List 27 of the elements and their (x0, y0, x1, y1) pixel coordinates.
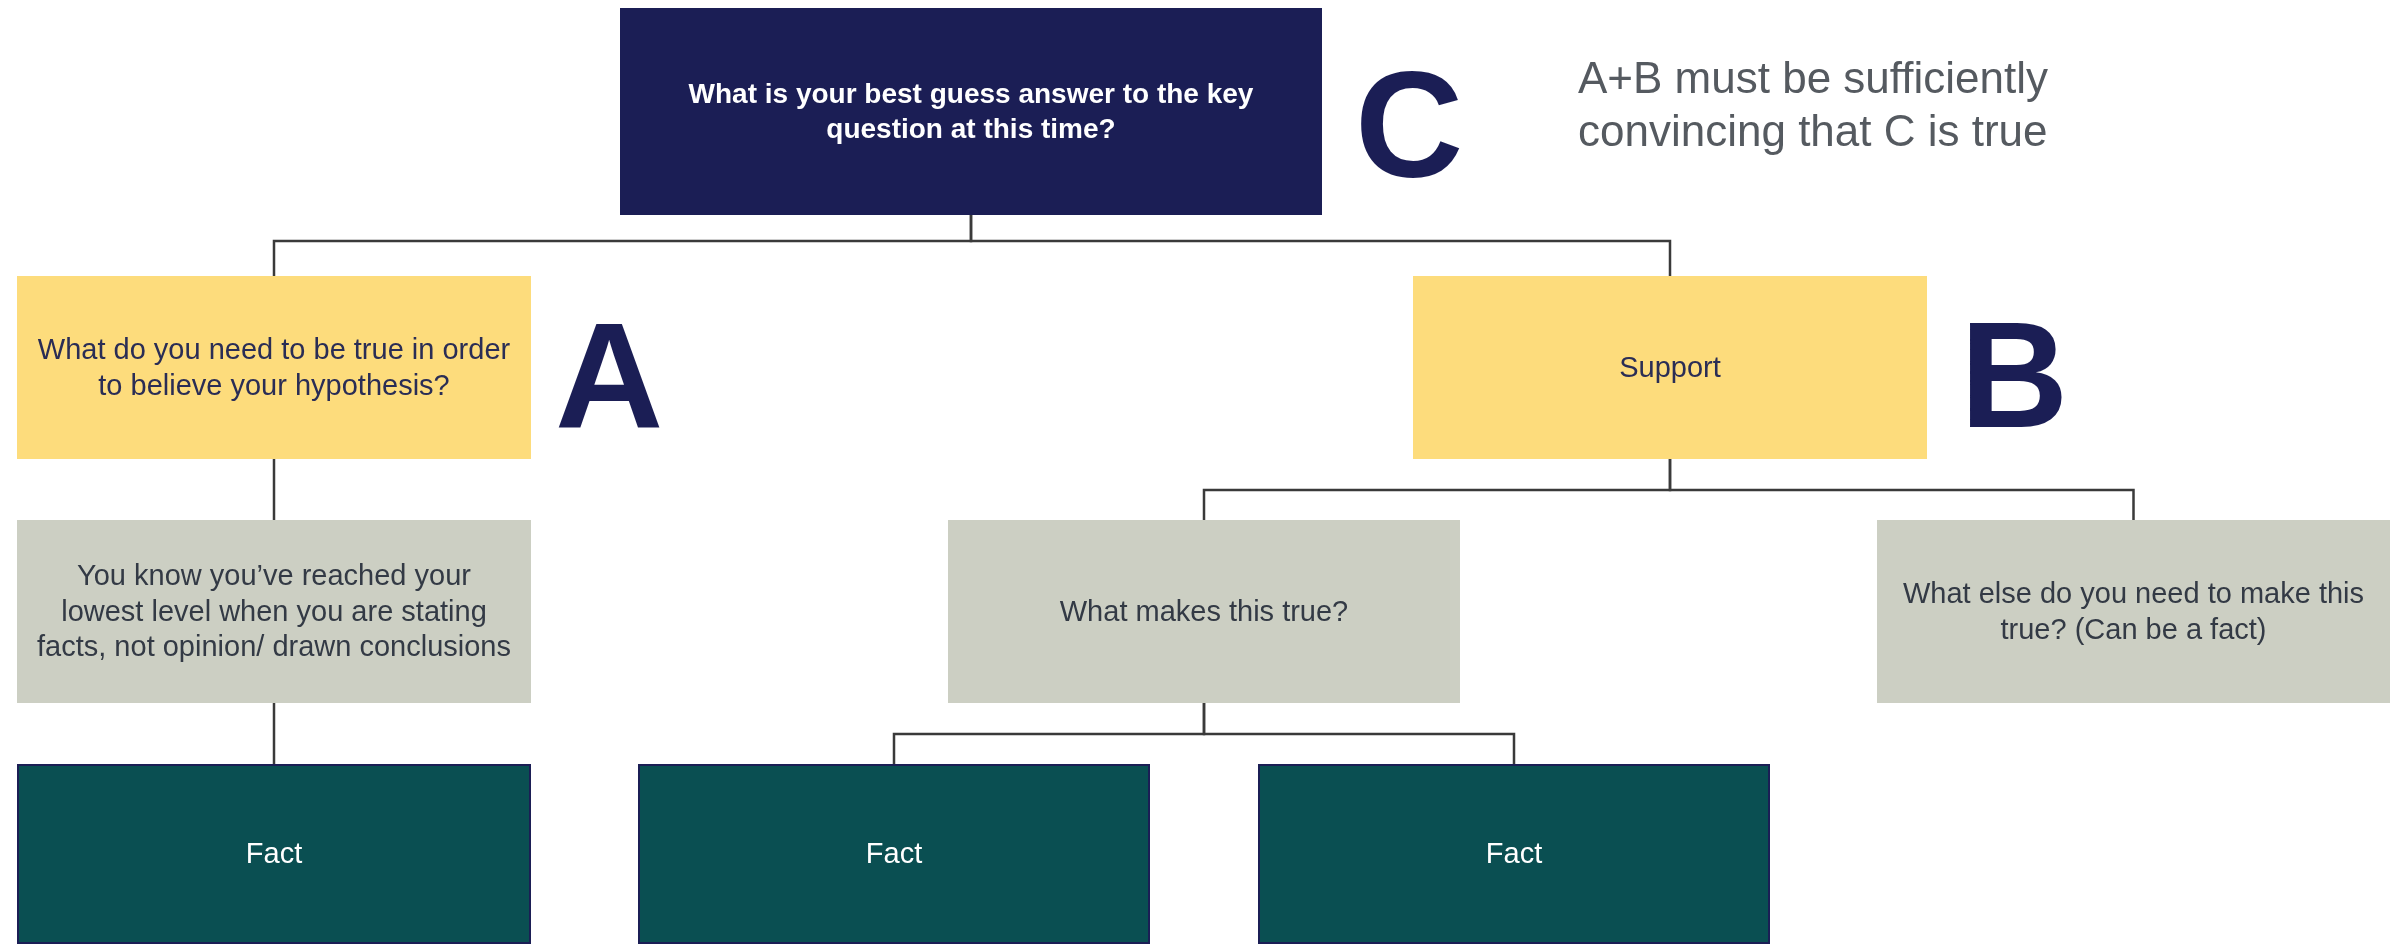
note-text: A+B must be sufficiently convincing that C is true (1578, 52, 2049, 157)
criteria-box (17, 520, 531, 703)
connector-line (969, 215, 1672, 276)
section-letter: A (555, 300, 664, 450)
box-text: What do you need to be true in order to believe your hypothesis? (36, 332, 512, 403)
hypothesis-box (1413, 276, 1927, 459)
box-text: What else do you need to make this true? (Can be a fact) (1901, 576, 2365, 647)
fact-box (638, 764, 1150, 944)
connector-line (272, 459, 276, 520)
box-text: You know you’ve reached your lowest level when you are stating facts, not opinion/ drawn conclusions (36, 558, 512, 665)
connector-line (272, 703, 276, 764)
fact-box (1258, 764, 1770, 944)
section-letter: B (1960, 300, 2069, 450)
question-box (620, 8, 1322, 215)
hypothesis-box (17, 276, 531, 459)
box-text: Fact (865, 836, 923, 872)
connector-line (1668, 459, 2135, 520)
section-letter: C (1355, 50, 1464, 200)
criteria-box (1877, 520, 2390, 703)
criteria-box (948, 520, 1460, 703)
connector-line (1202, 703, 1516, 764)
box-text: Support (1619, 349, 1721, 385)
box-text: What is your best guess answer to the key question at this time? (687, 77, 1255, 146)
fact-box (17, 764, 531, 944)
box-text: Fact (1485, 836, 1543, 872)
box-text: What makes this true? (1059, 593, 1349, 629)
box-text: Fact (245, 836, 303, 872)
